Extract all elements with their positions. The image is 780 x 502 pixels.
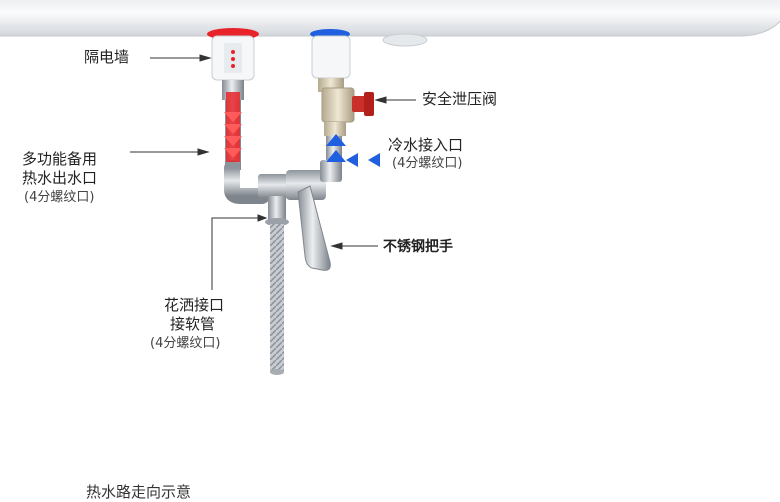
spare-outlet-spec: (4分螺纹口) <box>24 190 95 205</box>
handle-label: 不锈钢把手 <box>383 239 453 255</box>
safety-valve-label: 安全泄压阀 <box>422 90 498 108</box>
shower-port-spec: (4分螺纹口) <box>150 336 221 351</box>
cold-flow-arrows <box>326 134 380 167</box>
cold-water-fitting <box>310 29 351 92</box>
spare-outlet-label-2: 热水出水口 <box>22 169 98 187</box>
shower-port-label-2: 接软管 <box>170 315 216 333</box>
cold-inlet-spec: (4分螺纹口) <box>392 156 463 171</box>
safety-valve <box>321 87 374 166</box>
cold-inlet-label: 冷水接入口 <box>388 136 464 154</box>
leader-lines <box>130 54 416 290</box>
water-heater-body <box>0 0 780 47</box>
hot-flow-arrows <box>224 92 242 162</box>
installation-diagram <box>0 0 780 375</box>
mixing-valve <box>224 160 342 226</box>
flow-caption: 热水路走向示意 <box>86 483 192 501</box>
spare-outlet-label: 多功能备用 <box>22 150 98 168</box>
shower-hose <box>270 224 284 375</box>
shower-port-label: 花洒接口 <box>164 296 225 314</box>
steel-handle <box>297 185 331 271</box>
isolation-wall-label: 隔电墙 <box>84 48 130 66</box>
